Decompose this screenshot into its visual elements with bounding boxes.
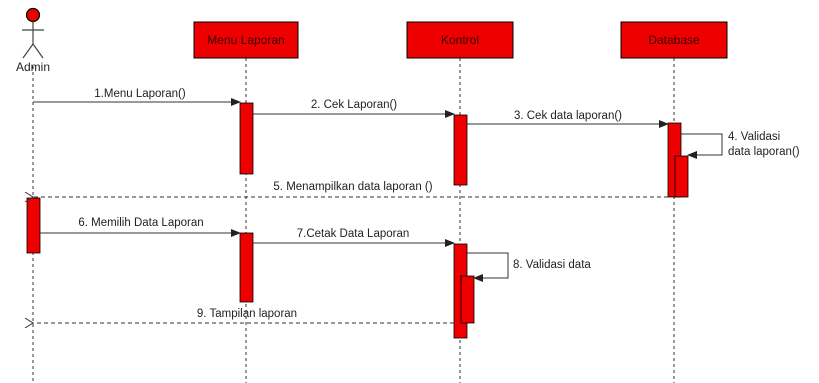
activation-kontrol-1 bbox=[453, 114, 468, 186]
activation-admin-1 bbox=[26, 197, 41, 254]
message-label-9: 9. Tampilan laporan bbox=[197, 308, 297, 320]
lifeline-header-menu-laporan: Menu Laporan bbox=[193, 21, 299, 59]
message-label-6: 6. Memilih Data Laporan bbox=[78, 217, 203, 229]
message-label-4-line2: data laporan() bbox=[728, 146, 800, 158]
message-arrow-8 bbox=[467, 252, 509, 282]
lifeline-label-database: Database bbox=[648, 33, 700, 47]
activation-database-self bbox=[674, 155, 689, 198]
message-label-4-line1: 4. Validasi bbox=[728, 131, 780, 143]
lifeline-label-kontrol: Kontrol bbox=[441, 33, 479, 47]
lifeline-header-kontrol: Kontrol bbox=[406, 21, 514, 59]
message-label-7: 7.Cetak Data Laporan bbox=[297, 228, 410, 240]
stick-figure-actor-icon bbox=[22, 7, 44, 59]
message-label-5: 5. Menampilkan data laporan () bbox=[273, 181, 432, 193]
message-arrow-4 bbox=[681, 133, 723, 159]
activation-menu-2 bbox=[239, 232, 254, 303]
activation-menu-1 bbox=[239, 102, 254, 175]
activation-kontrol-self bbox=[460, 275, 475, 324]
message-label-2: 2. Cek Laporan() bbox=[311, 99, 397, 111]
message-label-1: 1.Menu Laporan() bbox=[94, 88, 186, 100]
lifeline-label-menu-laporan: Menu Laporan bbox=[207, 33, 284, 47]
message-label-8: 8. Validasi data bbox=[513, 259, 591, 271]
lifeline-header-database: Database bbox=[620, 21, 728, 59]
message-label-3: 3. Cek data laporan() bbox=[514, 110, 622, 122]
actor-label: Admin bbox=[16, 60, 50, 74]
